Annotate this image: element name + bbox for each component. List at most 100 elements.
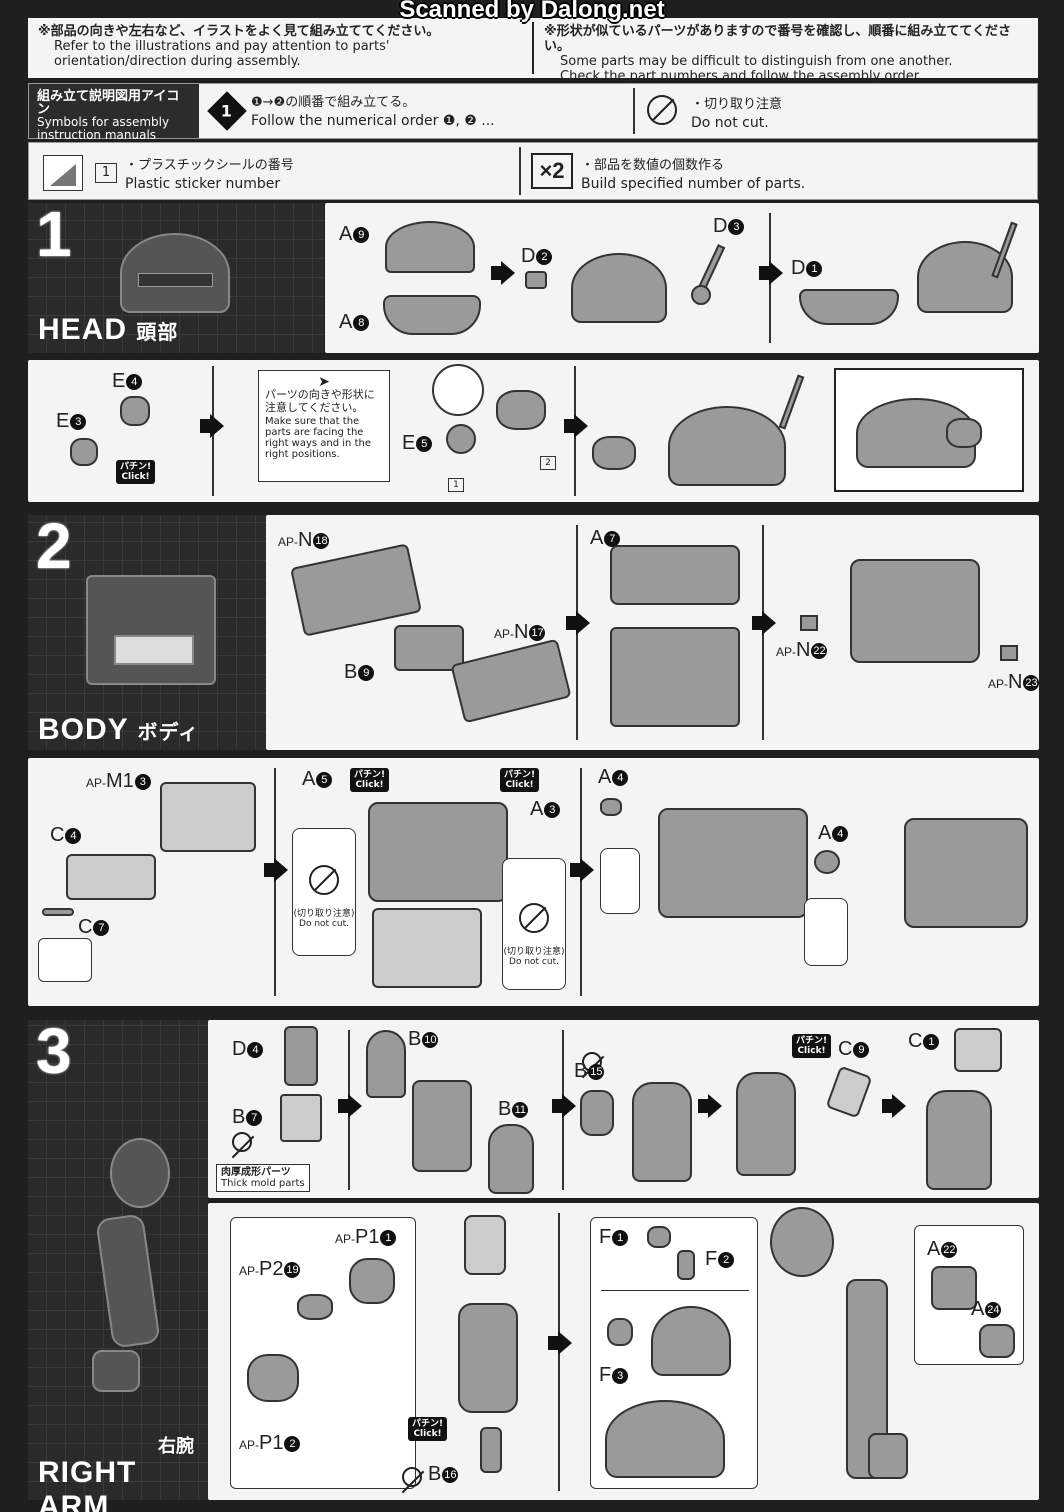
sticker-symbol-text: ・プラスチックシールの番号 Plastic sticker number bbox=[125, 157, 294, 193]
body-assembled bbox=[850, 559, 980, 663]
step2-header-panel: 2 BODY ボディ bbox=[28, 510, 266, 750]
flow-arrow-8 bbox=[570, 858, 594, 882]
part-a7-top bbox=[610, 545, 740, 605]
head-assembly-1 bbox=[571, 253, 667, 323]
head-complete bbox=[668, 406, 786, 486]
part-m13 bbox=[160, 782, 256, 852]
flow-arrow-3 bbox=[200, 414, 224, 438]
body-with-arms bbox=[368, 802, 508, 902]
build-count-text: ・部品を数値の個数作る Build specified number of pa… bbox=[581, 157, 805, 193]
part-p219 bbox=[297, 1294, 333, 1320]
part-c9 bbox=[825, 1065, 873, 1119]
part-b9-frame bbox=[394, 625, 464, 671]
note-similar-en1: Some parts may be difficult to distingui… bbox=[560, 54, 953, 69]
c7-detail-box bbox=[38, 938, 92, 982]
part-c7 bbox=[42, 908, 74, 916]
part-p11 bbox=[349, 1258, 395, 1304]
arm-assembly-4 bbox=[926, 1090, 992, 1190]
part-a24 bbox=[979, 1324, 1015, 1358]
note-orientation-en2: orientation/direction during assembly. bbox=[54, 54, 301, 69]
part-n17 bbox=[450, 638, 572, 724]
step1-number: 1 bbox=[36, 198, 72, 270]
symbol-legend-title: 組み立て説明図用アイコン Symbols for assembly instru… bbox=[29, 84, 199, 142]
flow-arrow-1 bbox=[491, 261, 515, 285]
no-cut-icon bbox=[647, 95, 677, 125]
order-en: Follow the numerical order ❶, ❷ ... bbox=[251, 113, 495, 129]
note-orientation: ※部品の向きや左右など、イラストをよく見て組み立ててください。 Refer to… bbox=[28, 18, 532, 78]
arm-shoulder-silhouette bbox=[110, 1138, 170, 1208]
body-lower-hatch bbox=[372, 908, 482, 988]
step2-number: 2 bbox=[36, 510, 72, 582]
note-similar-jp: ※形状が似ているパーツがありますので番号を確認し、順番に組み立ててください。 bbox=[544, 24, 1011, 54]
body-assembled-2 bbox=[658, 808, 808, 918]
click-badge: パチン! Click! bbox=[116, 460, 156, 484]
hand-silhouette bbox=[92, 1350, 140, 1392]
sticker-en: Plastic sticker number bbox=[125, 176, 281, 192]
note-similar-en2: Check the part numbers and follow the as… bbox=[560, 69, 923, 84]
part-p12 bbox=[247, 1354, 299, 1402]
head-visor bbox=[138, 273, 213, 287]
part-d2 bbox=[525, 271, 547, 289]
flow-arrow-7 bbox=[264, 858, 288, 882]
shoulder-joint bbox=[464, 1215, 506, 1275]
part-n23 bbox=[1000, 645, 1018, 661]
legend-divider-2 bbox=[519, 147, 521, 195]
no-cut-note-a5: (切り取り注意)Do not cut. bbox=[293, 909, 355, 929]
no-cut-icon bbox=[309, 865, 339, 895]
a4a-detail-box bbox=[600, 848, 640, 914]
part-b16 bbox=[480, 1427, 502, 1473]
orientation-note-jp: パーツの向きや形状に注意してください。 bbox=[265, 388, 375, 414]
orientation-note-box: ➤ パーツの向きや形状に注意してください。 Make sure that the… bbox=[258, 370, 390, 482]
click-badge-c9: パチン! Click! bbox=[792, 1034, 832, 1058]
order-jp: ❶→❷の順番で組み立てる。 bbox=[251, 95, 416, 110]
part-e3 bbox=[70, 438, 98, 466]
thick-mold-icon-b16 bbox=[402, 1467, 422, 1487]
part-a8-base bbox=[383, 295, 481, 335]
build-count-en: Build specified number of parts. bbox=[581, 176, 806, 192]
part-b11 bbox=[488, 1124, 534, 1194]
flow-arrow-4 bbox=[564, 414, 588, 438]
flow-arrow-12 bbox=[882, 1094, 906, 1118]
part-f3 bbox=[607, 1318, 633, 1346]
elbow-armor bbox=[651, 1306, 731, 1376]
step3-label: RIGHT ARM bbox=[38, 1456, 137, 1512]
body-complete bbox=[904, 818, 1028, 928]
detail-bubble-e5 bbox=[432, 364, 484, 416]
note-divider bbox=[532, 22, 534, 74]
step2-label: BODY ボディ bbox=[38, 713, 200, 746]
upper-arm bbox=[458, 1303, 518, 1413]
a3-nocut-box: (切り取り注意)Do not cut. bbox=[502, 858, 566, 990]
divider bbox=[580, 768, 582, 996]
symbol-title-en1: Symbols for assembly bbox=[37, 115, 170, 129]
part-f1 bbox=[647, 1226, 671, 1248]
box-divider bbox=[601, 1290, 749, 1291]
a4b-detail-box bbox=[804, 898, 848, 966]
divider bbox=[274, 768, 276, 996]
part-b7 bbox=[280, 1094, 322, 1142]
ear-detail bbox=[946, 418, 982, 448]
part-e5 bbox=[446, 424, 476, 454]
order-diamond-icon: 1 bbox=[207, 91, 247, 131]
no-cut-symbol-text: ・切り取り注意 Do not cut. bbox=[691, 96, 782, 132]
build-count-jp: ・部品を数値の個数作る bbox=[581, 158, 725, 173]
order-symbol-text: ❶→❷の順番で組み立てる。 Follow the numerical order… bbox=[251, 94, 495, 130]
